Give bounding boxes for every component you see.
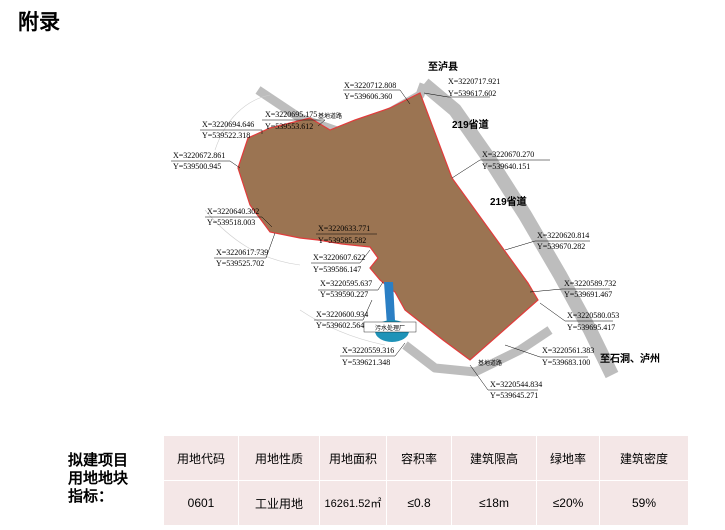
value-cell: 工业用地 <box>238 480 320 526</box>
coord-x: X=3220559.316 <box>342 346 394 355</box>
coord-x: X=3220607.622 <box>313 253 365 262</box>
spec-caption-line: 用地地块 <box>68 470 129 487</box>
page-title: 附录 <box>18 11 60 34</box>
coord-x: X=3220589.732 <box>564 279 616 288</box>
road-label-219-b: 219省道 <box>490 195 527 208</box>
header-cell: 建筑密度 <box>599 436 688 481</box>
spec-caption: 拟建项目 用地地块 指标： <box>68 452 158 506</box>
coord-y: Y=539525.702 <box>216 259 264 268</box>
coord-y: Y=539586.147 <box>313 265 361 274</box>
coord-x: X=3220580.053 <box>567 311 619 320</box>
coord-y: Y=539683.100 <box>542 358 590 367</box>
facility-label: 污水处理厂 <box>375 324 405 332</box>
coord-y: Y=539695.417 <box>567 323 615 332</box>
value-cell: 0601 <box>163 480 239 526</box>
header-cell: 用地代码 <box>163 436 239 481</box>
provincial-road-219 <box>419 78 619 379</box>
coord-x: X=3220672.861 <box>173 151 225 160</box>
header-cell: 建筑限高 <box>451 436 537 481</box>
coord-x: X=3220600.934 <box>316 310 368 319</box>
coord-y: Y=539691.467 <box>564 290 612 299</box>
coord-x: X=3220712.808 <box>344 81 396 90</box>
site-map: 污水处理厂 至泸县 219省道 219省道 至石洞、泸州 基地道路 基地道路 X… <box>171 60 660 400</box>
coord-y: Y=539522.318 <box>202 131 250 140</box>
header-cell: 用地性质 <box>238 436 320 481</box>
coord-y: Y=539590.227 <box>320 290 368 299</box>
coord-y: Y=539670.282 <box>537 242 585 251</box>
coord-y: Y=539602.564 <box>316 321 364 330</box>
coord-x: X=3220633.771 <box>318 224 370 233</box>
coord-y: Y=539518.003 <box>207 218 255 227</box>
value-cell: ≤18m <box>451 480 537 526</box>
road-label-to-luxian: 至泸县 <box>428 60 458 73</box>
road-label-219-a: 219省道 <box>452 118 489 131</box>
coord-x: X=3220670.270 <box>482 150 534 159</box>
contour-lines <box>204 94 386 346</box>
coord-y: Y=539500.945 <box>173 162 221 171</box>
coord-x: X=3220595.637 <box>320 279 372 288</box>
facility-label-box <box>363 321 417 333</box>
coord-y: Y=539553.612 <box>265 122 313 131</box>
coord-y: Y=539617.602 <box>448 89 496 98</box>
site-parcel <box>237 92 539 361</box>
coord-y: Y=539585.582 <box>318 236 366 245</box>
coord-x: X=3220544.834 <box>490 380 542 389</box>
coord-x: X=3220640.302 <box>207 207 259 216</box>
value-cell: 16261.52㎡ <box>319 480 387 526</box>
coord-x: X=3220694.646 <box>202 120 254 129</box>
coord-x: X=3220717.921 <box>448 77 500 86</box>
value-cell: ≤20% <box>536 480 600 526</box>
coord-y: Y=539621.348 <box>342 358 390 367</box>
spec-caption-line: 指标： <box>68 488 114 505</box>
small-road-label-north: 基地道路 <box>318 112 342 120</box>
spec-header-row: 用地代码 用地性质 用地面积 容积率 建筑限高 绿地率 建筑密度 <box>163 436 688 481</box>
spec-value-row: 0601 工业用地 16261.52㎡ ≤0.8 ≤18m ≤20% 59% <box>163 480 688 526</box>
coord-x: X=3220561.383 <box>542 346 594 355</box>
header-cell: 绿地率 <box>536 436 600 481</box>
coord-y: Y=539645.271 <box>490 391 538 400</box>
coord-x: X=3220620.814 <box>537 231 589 240</box>
header-cell: 用地面积 <box>319 436 387 481</box>
land-spec-table: 用地代码 用地性质 用地面积 容积率 建筑限高 绿地率 建筑密度 0601 工业… <box>163 436 688 526</box>
spec-caption-line: 拟建项目 <box>68 452 129 469</box>
coord-x: X=3220617.739 <box>216 248 268 257</box>
road-label-to-shiliang: 至石洞、泸州 <box>600 352 660 365</box>
header-cell: 容积率 <box>386 436 452 481</box>
value-cell: 59% <box>599 480 688 526</box>
coord-y: Y=539606.360 <box>344 92 392 101</box>
value-cell: ≤0.8 <box>386 480 452 526</box>
coord-x: X=3220695.175 <box>265 110 317 119</box>
coord-y: Y=539640.151 <box>482 162 530 171</box>
coordinate-labels: X=3220712.808 Y=539606.360 X=3220717.921… <box>173 77 619 400</box>
small-road-label-south: 基地道路 <box>478 359 502 367</box>
coordinate-leaders <box>171 89 613 391</box>
